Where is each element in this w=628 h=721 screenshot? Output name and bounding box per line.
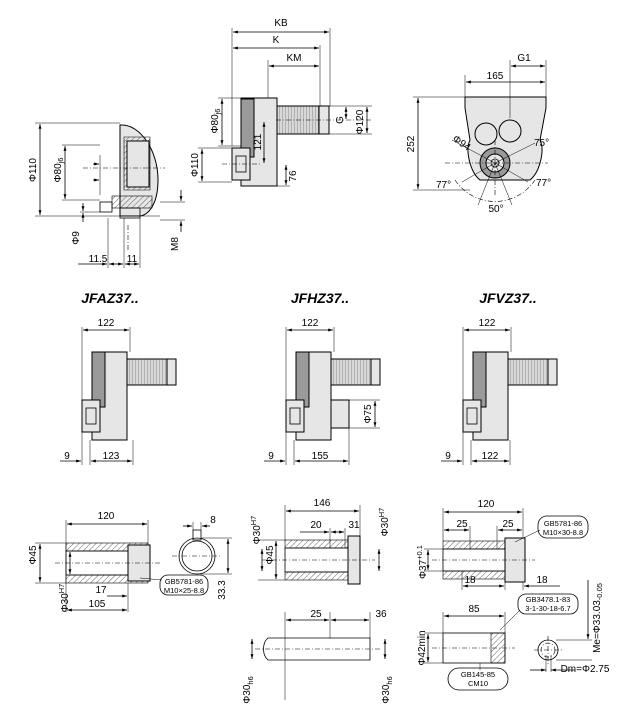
sh-l36: 36 — [375, 609, 387, 620]
end-a50: 50° — [488, 204, 503, 215]
sv-l120: 120 — [478, 499, 495, 510]
sv-d37: Φ37+0.1 — [415, 545, 429, 579]
main-km: KM — [287, 53, 302, 64]
sa-l17: 17 — [95, 585, 107, 596]
side-thread: M8 — [170, 237, 181, 251]
fh-view: 122 Φ75 9 155 — [264, 318, 381, 465]
sa-d45: Φ45 — [28, 545, 39, 565]
main-d-flange: Φ110 — [190, 153, 201, 177]
fh-left9: 9 — [268, 451, 274, 462]
fa-view: 122 9 123 — [60, 318, 177, 465]
sv-l18a: 18 — [464, 575, 476, 586]
main-k: K — [273, 35, 280, 46]
fh-w122: 122 — [302, 318, 319, 329]
side-d-flange: Φ110 — [28, 158, 39, 182]
sa-key-depth: 33.3 — [217, 580, 228, 600]
side-offset-right: 11 — [127, 254, 138, 265]
sa-l105: 105 — [89, 599, 106, 610]
end-view: G1 165 252 Φ94 75° 77° 77° 50° — [406, 53, 551, 215]
main-d120: Φ120 — [355, 109, 366, 134]
fv-left9: 9 — [445, 451, 451, 462]
main-view: KB K KM Φ80j6 Φ110 121 76 G Φ120 — [190, 18, 372, 187]
fh-w155: 155 — [312, 451, 329, 462]
title-fv: JFVZ37.. — [479, 290, 537, 306]
end-a77-left: 77° — [436, 180, 451, 191]
sv-l25b: 25 — [502, 519, 514, 530]
hollow-shaft-h: 146 20 31 Φ30H7 Φ45 Φ30H7 25 36 Φ30h6 Φ3… — [242, 498, 394, 704]
fa-left9: 9 — [64, 451, 70, 462]
fv-view: 122 9 122 — [441, 318, 558, 465]
sv-standard: GB5781-86 — [544, 519, 582, 528]
sh-l20: 20 — [310, 520, 322, 531]
sa-l120: 120 — [98, 511, 115, 522]
sv-l85: 85 — [468, 604, 480, 615]
end-w165: 165 — [487, 71, 504, 82]
main-h121: 121 — [253, 133, 264, 150]
sv-dm: Dm=Φ2.75 — [561, 664, 610, 675]
sh-shaft-d30-left: Φ30h6 — [242, 676, 255, 703]
sh-shaft-d30-right: Φ30h6 — [381, 676, 394, 703]
end-a77-right: 77° — [536, 178, 551, 189]
sv-center-std: GB145-85 — [461, 670, 495, 679]
end-g1: G1 — [517, 53, 531, 64]
title-fh: JFHZ37.. — [291, 290, 349, 306]
fv-w122: 122 — [479, 318, 496, 329]
sa-standard: GB5781-86 — [165, 577, 203, 586]
main-kb: KB — [274, 18, 288, 29]
sh-d30-right: Φ30H7 — [377, 508, 391, 537]
sh-l25: 25 — [310, 609, 322, 620]
side-offset-left: 11.5 — [89, 254, 108, 265]
hollow-shaft-a: 120 Φ45 Φ30H7 17 105 GB5781-86 M10×25-8.… — [28, 511, 232, 612]
hollow-shaft-v: 120 25 25 GB5781-86 M10×30-8.8 Φ37+0.1 1… — [415, 499, 610, 691]
sh-l31: 31 — [348, 520, 360, 531]
sv-l18b: 18 — [536, 575, 548, 586]
sh-l146: 146 — [314, 498, 331, 509]
fa-w123: 123 — [103, 451, 120, 462]
title-fa: JFAZ37.. — [81, 290, 139, 306]
main-h76: 76 — [288, 170, 299, 182]
end-a75: 75° — [534, 138, 549, 149]
sh-d30-left: Φ30H7 — [249, 516, 263, 545]
main-g: G — [335, 116, 346, 124]
sv-standard2-sub: 3-1-30-18-6.7 — [525, 604, 570, 613]
fa-w122: 122 — [98, 318, 115, 329]
sa-key-width: 8 — [210, 515, 216, 526]
sv-me: Me=Φ33.03-0.05 — [592, 583, 604, 653]
side-d-hole: Φ9 — [71, 231, 82, 245]
sa-screw: M10×25-8.8 — [164, 586, 204, 595]
sv-screw: M10×30-8.8 — [543, 528, 583, 537]
main-d-pilot: Φ80j6 — [210, 109, 222, 134]
end-h252: 252 — [406, 135, 417, 152]
side-d-pilot: Φ80j6 — [53, 158, 65, 183]
sv-center-code: CM10 — [468, 679, 488, 688]
fv-w122b: 122 — [482, 451, 499, 462]
sa-d30: Φ30H7 — [57, 584, 71, 613]
side-view: Φ110 Φ80j6 Φ9 M8 11.5 11 — [28, 122, 185, 268]
sv-d42: Φ42min — [417, 630, 428, 665]
fh-d75: Φ75 — [363, 404, 374, 424]
sh-d45: Φ45 — [265, 545, 276, 565]
sv-l25a: 25 — [456, 519, 468, 530]
sv-standard2: GB3478.1-83 — [526, 595, 571, 604]
